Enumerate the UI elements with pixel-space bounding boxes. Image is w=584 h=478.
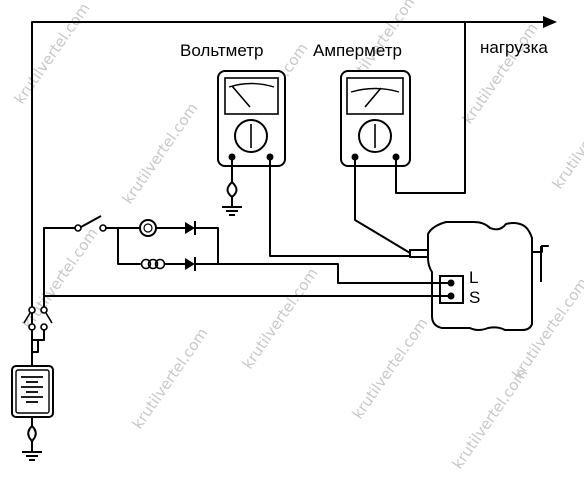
voltmeter-ground xyxy=(222,156,242,216)
watermark: krutilvertel.com xyxy=(349,315,432,423)
watermark: krutilvertel.com xyxy=(19,225,102,333)
terminal-s-label: S xyxy=(469,288,480,307)
voltmeter xyxy=(217,70,286,167)
diode-1 xyxy=(185,222,195,234)
watermark: krutilvertel.com xyxy=(239,265,322,373)
ignition-switch xyxy=(80,215,102,228)
watermark: krutilvertel.com xyxy=(549,85,584,193)
watermark: krutilvertel.com xyxy=(459,20,542,128)
warning-lamp xyxy=(139,219,157,237)
ammeter-b-terminal-wire xyxy=(354,156,411,254)
fuse-block xyxy=(23,306,53,363)
ammeter-load-wire xyxy=(395,21,466,194)
watermark: krutilvertel.com xyxy=(509,275,584,383)
ammeter-label: Амперметр xyxy=(313,41,402,60)
alternator-b-terminal xyxy=(409,249,429,258)
battery xyxy=(11,361,54,418)
s-terminal-wire xyxy=(43,295,452,309)
watermark: krutilvertel.com xyxy=(11,0,94,107)
voltmeter-label: Вольтметр xyxy=(180,41,263,60)
watermark-layer: krutilvertel.com krutilvertel.com krutil… xyxy=(11,0,584,472)
watermark: krutilvertel.com xyxy=(449,365,532,473)
voltmeter-b-terminal-wire xyxy=(269,156,411,257)
resistor xyxy=(140,258,166,270)
watermark: krutilvertel.com xyxy=(129,325,212,433)
load-label: нагрузка xyxy=(480,38,548,57)
load-output-wire xyxy=(31,16,557,353)
ignition-switch-contact xyxy=(74,224,82,232)
diode-2 xyxy=(185,258,195,270)
watermark: krutilvertel.com xyxy=(119,100,202,208)
ignition-branch xyxy=(43,215,452,309)
battery-ground xyxy=(22,416,42,461)
alternator xyxy=(409,221,549,331)
ammeter xyxy=(340,70,411,167)
terminal-l-label: L xyxy=(469,268,478,287)
